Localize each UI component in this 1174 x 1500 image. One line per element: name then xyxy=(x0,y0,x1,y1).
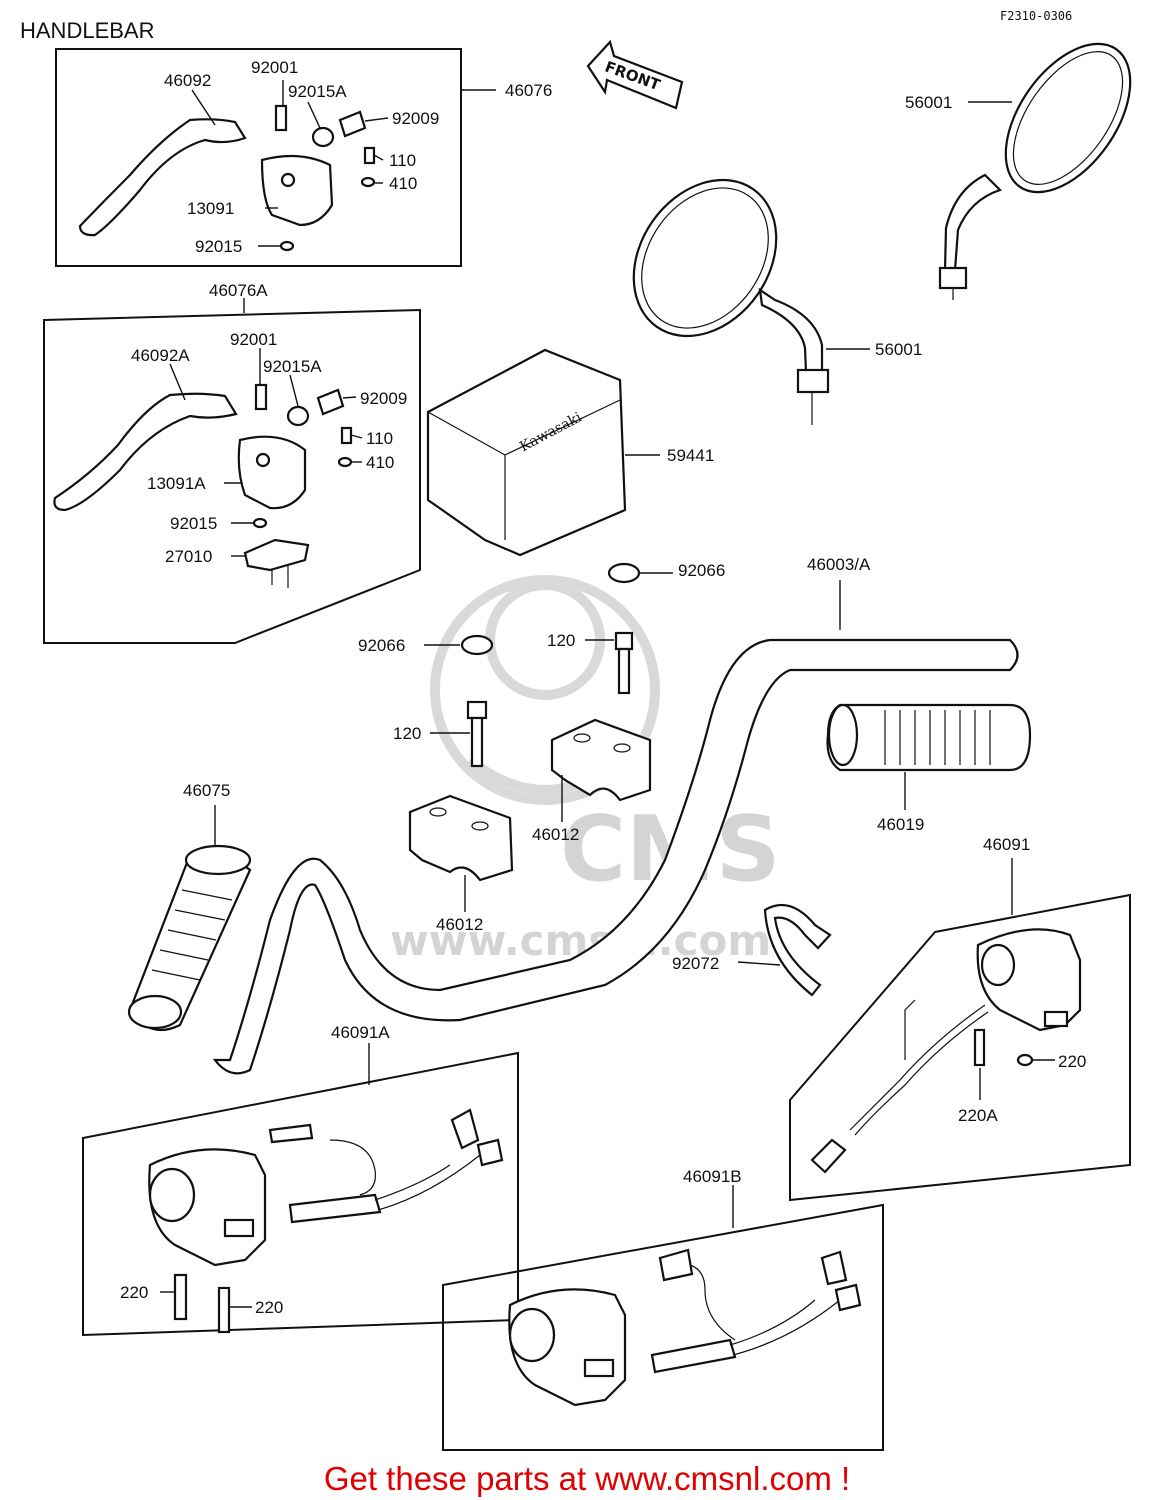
part-label-27010: 27010 xyxy=(165,547,212,566)
part-label-46091: 46091 xyxy=(983,835,1030,854)
clutch-lever-assembly-46076A xyxy=(43,298,421,644)
part-label-46075: 46075 xyxy=(183,781,230,800)
mirror-left-56001 xyxy=(632,178,870,425)
part-label-92001-top: 92001 xyxy=(251,58,298,77)
cap-92066-upper xyxy=(607,562,673,584)
part-label-92001-lower: 92001 xyxy=(230,330,277,349)
part-label-110-top: 110 xyxy=(389,151,416,170)
clutch-lever-assembly-46076 xyxy=(55,48,496,267)
part-label-46003A: 46003/A xyxy=(807,555,871,574)
part-label-220-left-a: 220 xyxy=(120,1283,148,1302)
part-label-56001-left: 56001 xyxy=(875,340,922,359)
part-label-92009-top: 92009 xyxy=(392,109,439,128)
diagram-title: HANDLEBAR xyxy=(20,18,154,43)
holder-46012-right xyxy=(550,718,652,822)
part-label-410-top: 410 xyxy=(389,174,417,193)
part-label-46076A: 46076A xyxy=(209,281,268,300)
part-label-46019: 46019 xyxy=(877,815,924,834)
part-label-220A: 220A xyxy=(958,1106,998,1125)
left-switch-assembly-46091A xyxy=(82,1043,519,1337)
part-label-220-left-b: 220 xyxy=(255,1298,283,1317)
throttle-grip-46019 xyxy=(826,703,1032,810)
part-label-46076: 46076 xyxy=(505,81,552,100)
part-label-56001-right: 56001 xyxy=(905,93,952,112)
footer-banner[interactable]: Get these parts at www.cmsnl.com ! xyxy=(323,1460,851,1497)
part-label-46012-left: 46012 xyxy=(436,915,483,934)
left-switch-assembly-46091B xyxy=(442,1185,884,1451)
part-label-92015A-lower: 92015A xyxy=(263,357,322,376)
right-switch-assembly-46091 xyxy=(789,858,1131,1202)
part-label-46091A: 46091A xyxy=(331,1023,390,1042)
part-label-92066-lower: 92066 xyxy=(358,636,405,655)
part-label-92015-top: 92015 xyxy=(195,237,242,256)
front-arrow-icon: FRONT xyxy=(586,39,684,110)
left-grip-46075 xyxy=(127,805,252,1032)
part-label-220-right: 220 xyxy=(1058,1052,1086,1071)
part-label-110-lower: 110 xyxy=(366,429,393,448)
handlebar-46003A xyxy=(212,580,1019,1075)
bolt-120-right xyxy=(585,631,634,695)
part-label-120-right: 120 xyxy=(547,631,575,650)
part-label-92066-upper: 92066 xyxy=(678,561,725,580)
figure-code: F2310-0306 xyxy=(1000,9,1072,23)
part-label-92009-lower: 92009 xyxy=(360,389,407,408)
clamp-band-92072 xyxy=(737,903,832,997)
part-label-46091B: 46091B xyxy=(683,1167,742,1186)
part-label-59441: 59441 xyxy=(667,446,714,465)
part-label-46012-right: 46012 xyxy=(532,825,579,844)
part-label-46092: 46092 xyxy=(164,71,211,90)
part-label-92015A-top: 92015A xyxy=(288,82,347,101)
part-label-13091: 13091 xyxy=(187,199,234,218)
cap-92066-lower xyxy=(424,634,494,656)
bolt-120-left xyxy=(430,700,488,768)
part-label-92072: 92072 xyxy=(672,954,719,973)
part-label-92015-lower: 92015 xyxy=(170,514,217,533)
mirror-right-56001 xyxy=(938,42,1132,300)
handlebar-cover-59441: Kawasaki xyxy=(426,348,660,557)
holder-46012-left xyxy=(408,794,514,912)
part-label-120-left: 120 xyxy=(393,724,421,743)
part-label-13091A: 13091A xyxy=(147,474,206,493)
part-label-46092A: 46092A xyxy=(131,346,190,365)
part-label-410-lower: 410 xyxy=(366,453,394,472)
